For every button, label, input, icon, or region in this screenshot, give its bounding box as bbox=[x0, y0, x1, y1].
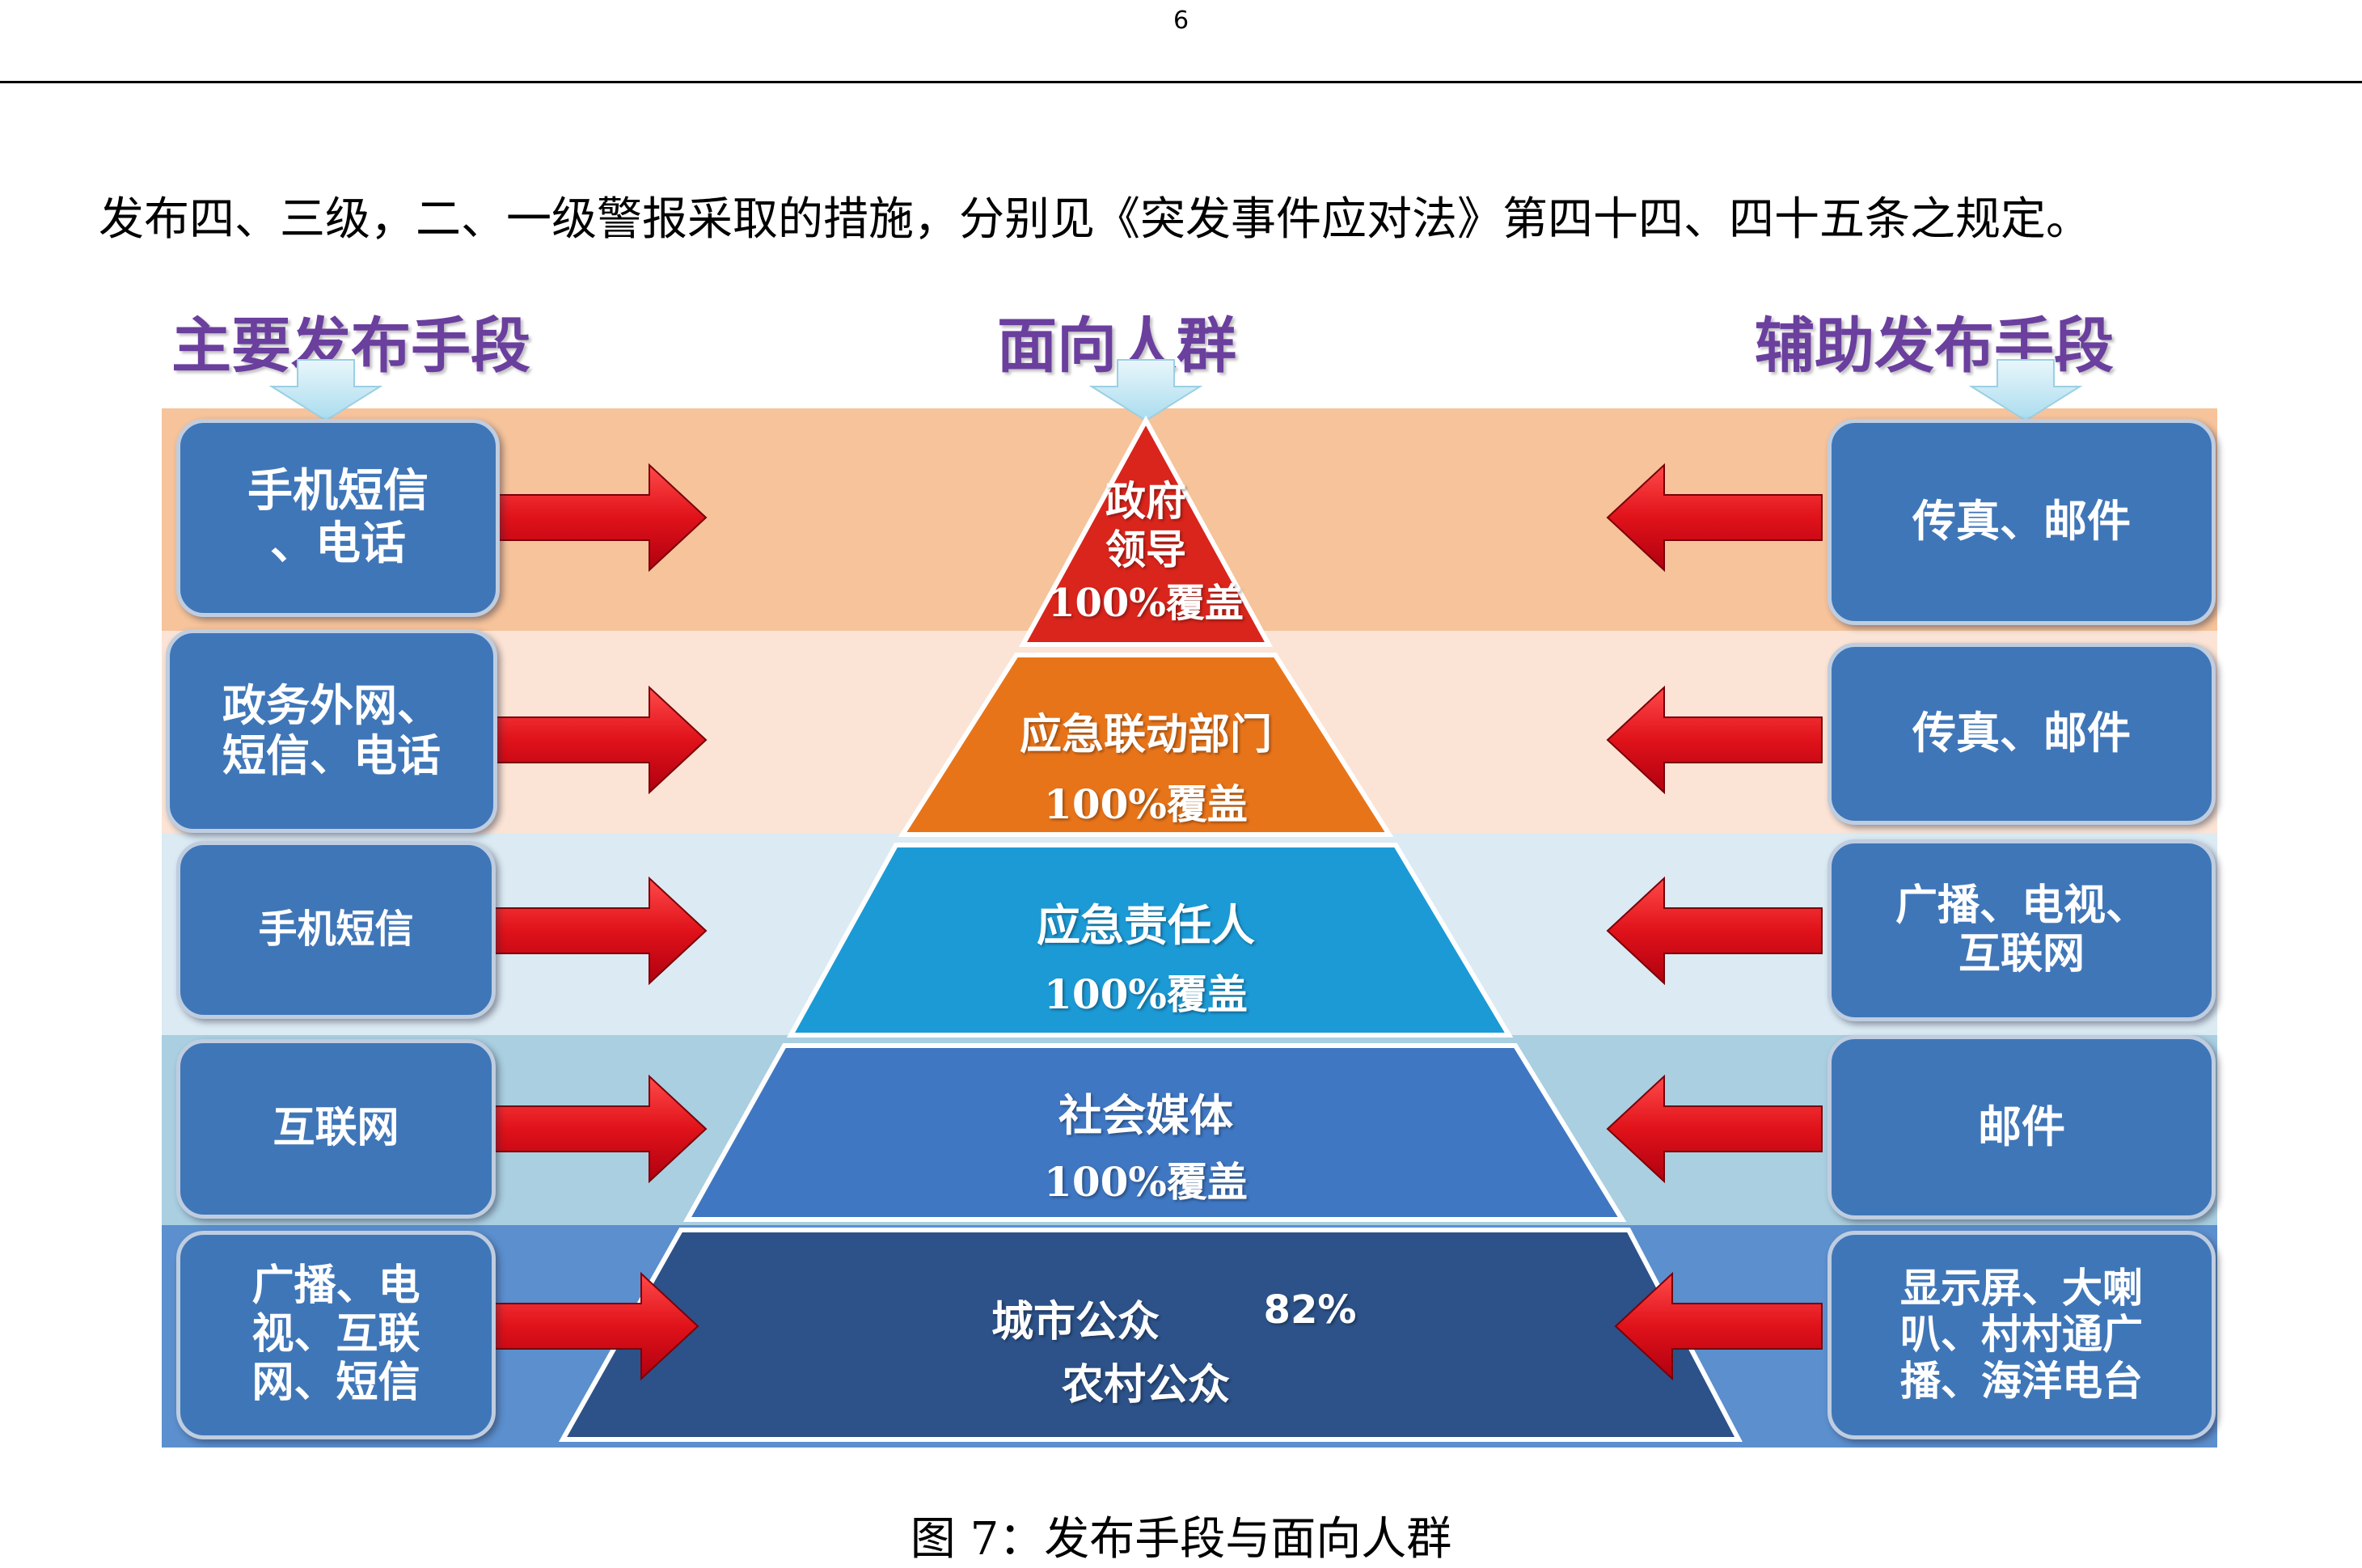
figure-caption: 图 7：发布手段与面向人群 bbox=[910, 1513, 1452, 1566]
tier-3-coverage: 100%覆盖 bbox=[1044, 970, 1248, 1018]
pyramid-tier-5 bbox=[558, 1228, 1743, 1442]
left-arrow-icon bbox=[1606, 1074, 1823, 1184]
secondary-channel-box-1: 传真、邮件 bbox=[1827, 419, 2216, 625]
secondary-channel-box-5: 显示屏、大喇 叭、村村通广 播、海洋电台 bbox=[1827, 1231, 2216, 1439]
primary-channel-box-5: 广播、电 视、互联 网、短信 bbox=[176, 1231, 496, 1439]
tier-2-coverage: 100%覆盖 bbox=[1044, 780, 1248, 828]
secondary-channel-box-4: 邮件 bbox=[1827, 1035, 2216, 1219]
right-arrow-icon bbox=[487, 1074, 708, 1184]
tier-3-name: 应急责任人 bbox=[1037, 900, 1255, 951]
down-arrow-icon bbox=[268, 359, 383, 422]
left-arrow-icon bbox=[1614, 1271, 1823, 1381]
right-arrow-icon bbox=[487, 685, 708, 795]
right-arrow-icon bbox=[487, 463, 708, 573]
down-arrow-icon bbox=[1088, 359, 1203, 422]
primary-channel-box-3: 手机短信 bbox=[176, 841, 496, 1019]
tier-1-name-line1: 政府 bbox=[1105, 478, 1186, 525]
tier-1-name-line2: 领导 bbox=[1105, 526, 1186, 573]
tier-5-coverage: 82% bbox=[1263, 1287, 1357, 1333]
down-arrow-icon bbox=[1968, 359, 2083, 422]
pyramid-tier-4 bbox=[682, 1043, 1627, 1222]
tier-4-name: 社会媒体 bbox=[1058, 1090, 1233, 1141]
secondary-channel-box-2: 传真、邮件 bbox=[1827, 643, 2216, 825]
pyramid-tier-1 bbox=[1018, 415, 1274, 647]
left-arrow-icon bbox=[1606, 876, 1823, 986]
header-rule bbox=[0, 81, 2362, 83]
primary-channel-box-1: 手机短信 、电话 bbox=[176, 419, 500, 617]
right-arrow-icon bbox=[487, 876, 708, 986]
tier-5-name-line1: 城市公众 bbox=[991, 1298, 1160, 1346]
left-arrow-icon bbox=[1606, 685, 1823, 795]
intro-paragraph: 发布四、三级，二、一级警报采取的措施，分别见《突发事件应对法》第四十四、四十五条… bbox=[99, 193, 2091, 246]
pyramid-tier-2 bbox=[898, 653, 1394, 837]
right-arrow-icon bbox=[487, 1271, 699, 1381]
primary-channel-box-4: 互联网 bbox=[176, 1039, 496, 1219]
tier-4-coverage: 100%覆盖 bbox=[1044, 1158, 1248, 1206]
left-arrow-icon bbox=[1606, 463, 1823, 573]
tier-2-name: 应急联动部门 bbox=[1019, 711, 1272, 759]
primary-channel-box-2: 政务外网、 短信、电话 bbox=[166, 629, 497, 833]
pyramid-tier-3 bbox=[786, 843, 1514, 1038]
page-number: 6 bbox=[1173, 6, 1189, 35]
tier-1-coverage: 100%覆盖 bbox=[1048, 581, 1244, 626]
secondary-channel-box-3: 广播、电视、 互联网 bbox=[1827, 839, 2216, 1021]
tier-5-name-line2: 农村公众 bbox=[1061, 1361, 1230, 1410]
